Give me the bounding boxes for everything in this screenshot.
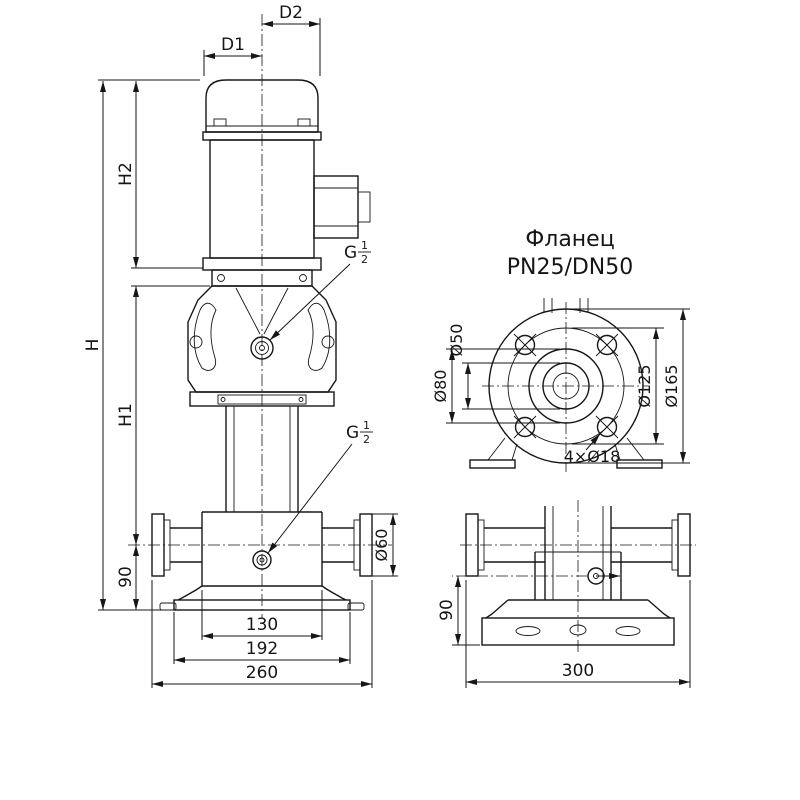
dim-label-90-front: 90 [116, 566, 136, 588]
leader-line [269, 263, 351, 341]
dim-label-260: 260 [246, 663, 278, 683]
side-column [534, 506, 622, 600]
thread-numerator: 1 [361, 239, 368, 252]
front-view: D2 D1 H H2 H1 90 G 1 2 [83, 3, 398, 688]
anchor-slot-center [569, 624, 587, 636]
dim-label-d60: Ø60 [372, 529, 391, 562]
dim-label-h2: H2 [116, 162, 136, 186]
flange-support-feet [469, 437, 663, 469]
casing-and-base [128, 511, 392, 611]
base-plate [173, 599, 351, 611]
side-drain-plug [587, 567, 620, 585]
dim-label-d2: D2 [279, 3, 303, 23]
motor [202, 79, 371, 271]
thread-denominator: 2 [363, 433, 370, 446]
nameplate [217, 394, 307, 405]
flange-view: Фланец PN25/DN50 [431, 227, 690, 472]
side-view: 90 300 [437, 500, 696, 688]
bolt-holes [513, 333, 619, 439]
dim-label-d125: Ø125 [635, 364, 654, 407]
stage-column [225, 406, 299, 512]
anchor-slot-left [515, 626, 541, 636]
dim-label-h: H [83, 339, 103, 352]
thread-letter: G [344, 243, 357, 263]
bolt-holes-leader [585, 433, 601, 451]
thread-numerator: 1 [363, 419, 370, 432]
drain-plug-port [252, 550, 272, 570]
flange-title-line2: PN25/DN50 [507, 255, 634, 280]
dim-label-300: 300 [562, 661, 594, 681]
thread-callout-top: G 1 2 [269, 239, 371, 341]
dim-label-192: 192 [246, 639, 278, 659]
anchor-slot-right [615, 626, 641, 636]
dim-label-d1: D1 [221, 35, 245, 55]
leader-line [267, 443, 353, 554]
dim-label-bolt-holes: 4×Ø18 [564, 447, 621, 466]
flange-title-line1: Фланец [525, 227, 614, 252]
lantern-window-left [193, 302, 217, 371]
dim-label-h1: H1 [116, 403, 136, 427]
thread-callout-bottom: G 1 2 [267, 419, 373, 554]
lantern-window-right [307, 302, 331, 371]
thread-letter: G [346, 423, 359, 443]
side-flanges [465, 513, 691, 577]
dim-label-d50: Ø50 [447, 324, 466, 357]
thread-denominator: 2 [361, 253, 368, 266]
front-dimensions: D2 D1 H H2 H1 90 G 1 2 [83, 3, 398, 688]
dim-label-d80: Ø80 [431, 370, 450, 403]
side-base [481, 599, 675, 646]
flange-face [488, 308, 644, 464]
dim-label-90-side: 90 [437, 599, 457, 621]
dim-label-d165: Ø165 [662, 364, 681, 407]
side-base-plate [481, 617, 675, 646]
dim-label-130: 130 [246, 615, 278, 635]
terminal-box [313, 175, 371, 239]
fill-plug-port [250, 336, 274, 360]
pump-head [187, 269, 337, 407]
